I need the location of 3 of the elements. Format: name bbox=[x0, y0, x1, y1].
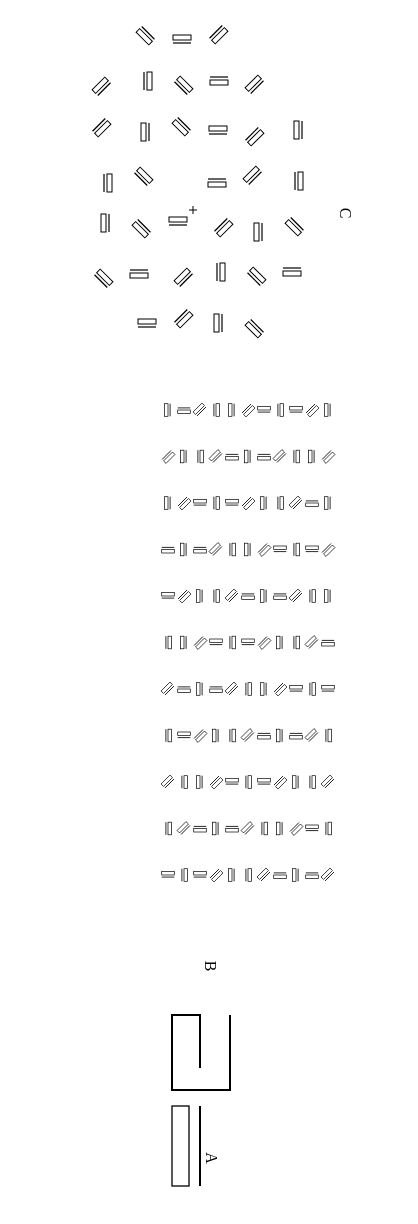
panel-label: B bbox=[202, 960, 219, 972]
panel-label: A bbox=[202, 1152, 219, 1164]
panel-label: C bbox=[337, 207, 354, 219]
